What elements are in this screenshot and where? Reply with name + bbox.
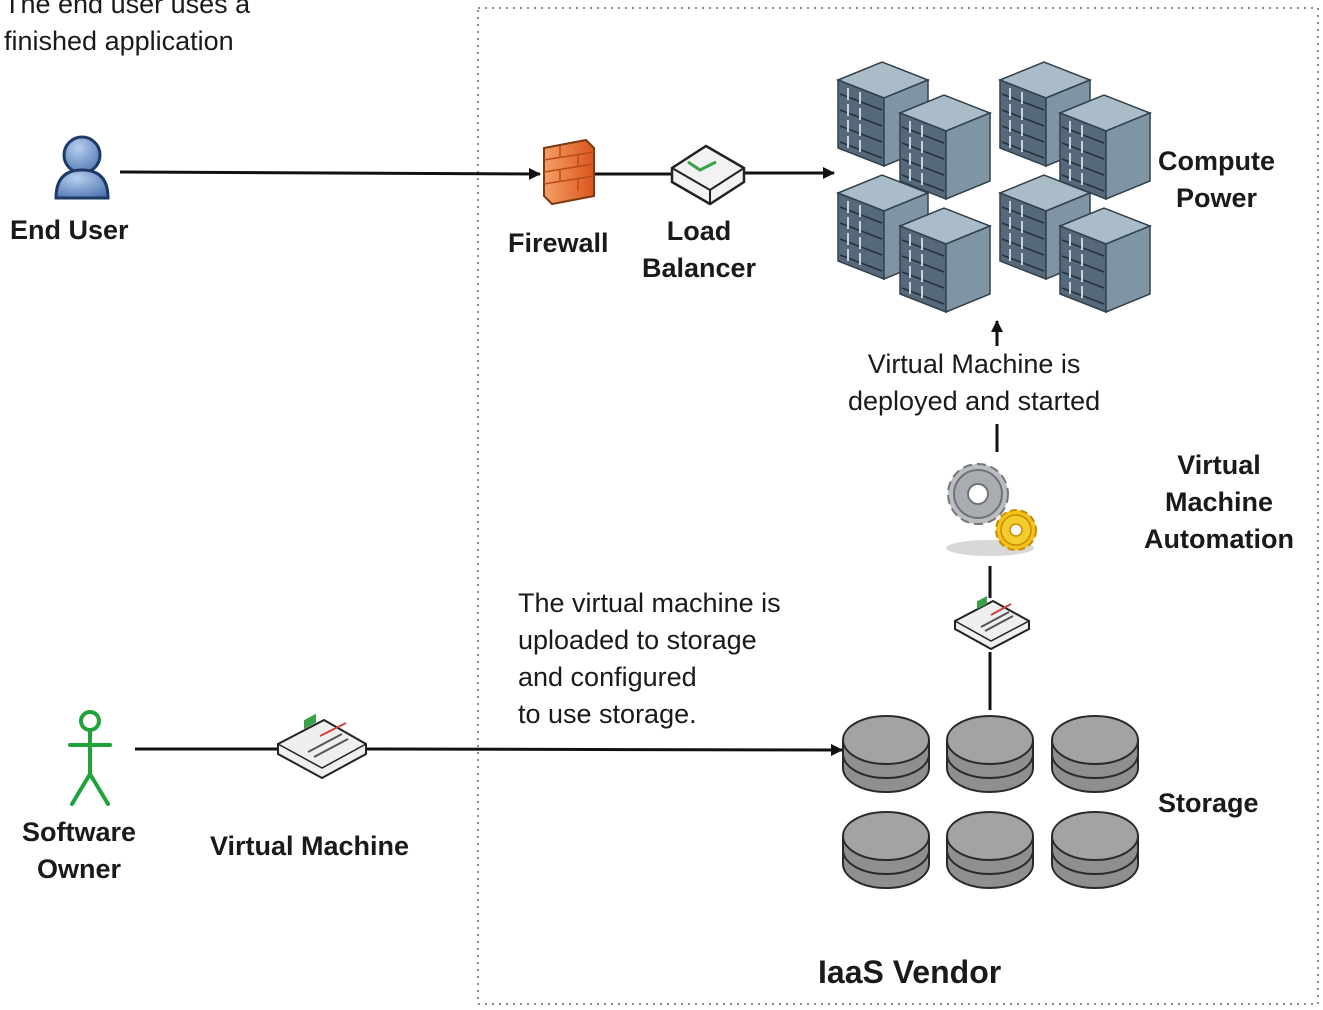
server-unit	[897, 207, 993, 314]
server-unit	[897, 94, 993, 201]
end-user-label: End User	[10, 215, 129, 245]
storage-disk	[946, 715, 1034, 793]
server-unit	[1057, 207, 1153, 314]
server-unit	[1057, 94, 1153, 201]
firewall-icon[interactable]	[543, 138, 595, 206]
end-user-connector	[119, 167, 541, 180]
deployed-vm-icon[interactable]	[954, 595, 1030, 651]
compute-servers-icon[interactable]	[835, 61, 1153, 314]
upload-note: The virtual machine is uploaded to stora…	[518, 588, 781, 729]
firewall-label: Firewall	[508, 228, 609, 258]
storage-disk	[1051, 715, 1139, 793]
deploy-note: Virtual Machine is deployed and started	[848, 349, 1101, 416]
end-user-icon[interactable]	[54, 135, 110, 200]
storage-disk	[842, 715, 930, 793]
storage-disks-icon[interactable]	[842, 715, 1139, 889]
compute-label: Compute Power	[1158, 146, 1275, 213]
software-owner-label: Software Owner	[22, 817, 137, 884]
vendor-label: IaaS Vendor	[818, 954, 1002, 990]
load-balancer-label: Load Balancer	[642, 216, 757, 283]
automation-gears-icon[interactable]	[946, 463, 1037, 556]
top-note: The end user uses a finished application	[4, 0, 251, 56]
storage-label: Storage	[1158, 788, 1259, 818]
server-unit	[997, 174, 1093, 281]
automation-label: Virtual Machine Automation	[1144, 450, 1294, 554]
storage-disk	[946, 811, 1034, 889]
storage-disk	[1051, 811, 1139, 889]
vm-to-storage-connector	[364, 743, 843, 756]
software-owner-icon[interactable]	[68, 710, 112, 806]
storage-disk	[842, 811, 930, 889]
load-balancer-icon[interactable]	[670, 144, 746, 206]
virtual-machine-icon[interactable]	[277, 713, 367, 780]
vendor-boundary	[477, 7, 1319, 1005]
vm-label: Virtual Machine	[210, 831, 410, 861]
